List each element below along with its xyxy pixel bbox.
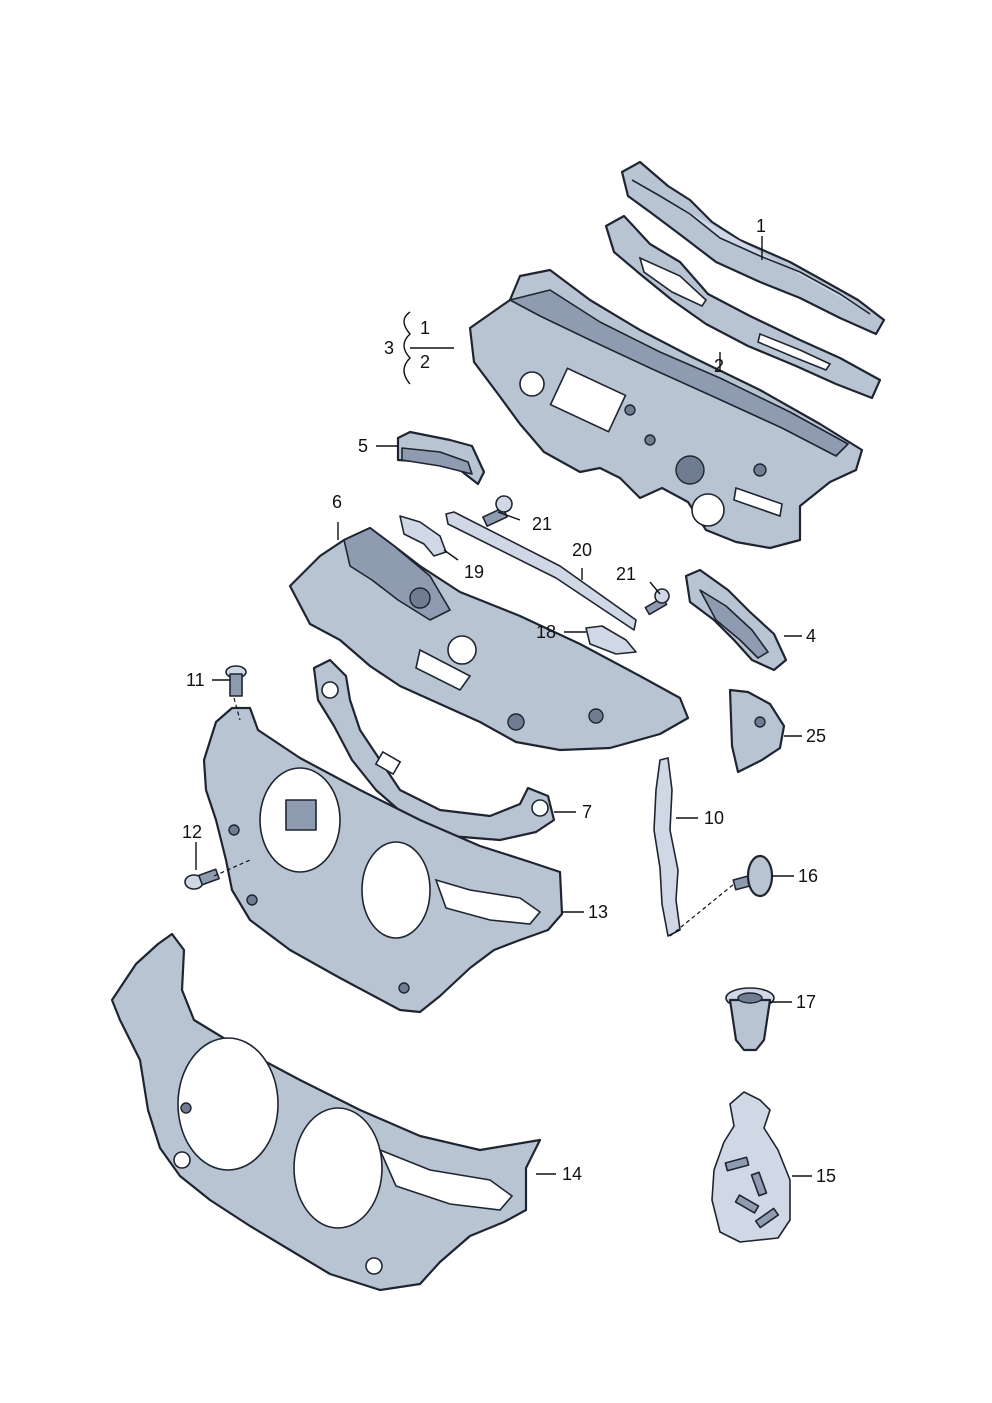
part-18-bracket <box>585 625 637 655</box>
callout-5: 5 <box>358 436 368 456</box>
callout-3-sub-2: 2 <box>420 352 430 372</box>
part-16-clip <box>732 854 774 898</box>
callout-4: 4 <box>806 626 816 646</box>
part-4-bracket <box>684 568 788 672</box>
callout-1: 1 <box>756 216 766 236</box>
callout-21-lower: 21 <box>616 564 636 584</box>
callouts: 1 2 3 1 2 5 6 21 19 20 21 18 4 11 25 7 1… <box>182 216 836 1186</box>
part-6-plenum-tray <box>288 526 690 752</box>
part-5-bracket <box>396 430 486 486</box>
callout-2: 2 <box>714 356 724 376</box>
callout-15: 15 <box>816 1166 836 1186</box>
callout-19: 19 <box>464 562 484 582</box>
callout-10: 10 <box>704 808 724 828</box>
callout-17: 17 <box>796 992 816 1012</box>
callout-14: 14 <box>562 1164 582 1184</box>
part-21-bolt-lower <box>644 588 670 616</box>
callout-20: 20 <box>572 540 592 560</box>
part-19-bracket <box>399 515 447 557</box>
callout-16: 16 <box>798 866 818 886</box>
part-21-bolt-upper <box>482 495 513 527</box>
part-25-bracket <box>728 688 786 774</box>
callout-18: 18 <box>536 622 556 642</box>
callout-13: 13 <box>588 902 608 922</box>
part-15-fastener-bag <box>711 1091 791 1243</box>
callout-21-upper: 21 <box>532 514 552 534</box>
callout-11: 11 <box>186 670 205 690</box>
part-12-bolt <box>184 868 220 890</box>
callout-3: 3 <box>384 338 394 358</box>
part-1-cowl-strip <box>620 160 886 336</box>
part-14-front-carrier <box>110 932 542 1292</box>
callout-6: 6 <box>332 492 342 512</box>
part-7-stay-bracket <box>312 658 556 842</box>
part-2-seal-strip <box>604 214 882 400</box>
part-3-bulkhead <box>468 268 864 550</box>
callout-3-sub-1: 1 <box>420 318 430 338</box>
leader-lines <box>195 236 812 1177</box>
callout-25: 25 <box>806 726 826 746</box>
part-10-strap <box>653 757 681 937</box>
callout-12: 12 <box>182 822 202 842</box>
part-11-bolt <box>225 665 247 697</box>
part-17-grommet <box>725 987 775 1052</box>
part-20-strut-bar <box>445 511 637 631</box>
callout-7: 7 <box>582 802 592 822</box>
